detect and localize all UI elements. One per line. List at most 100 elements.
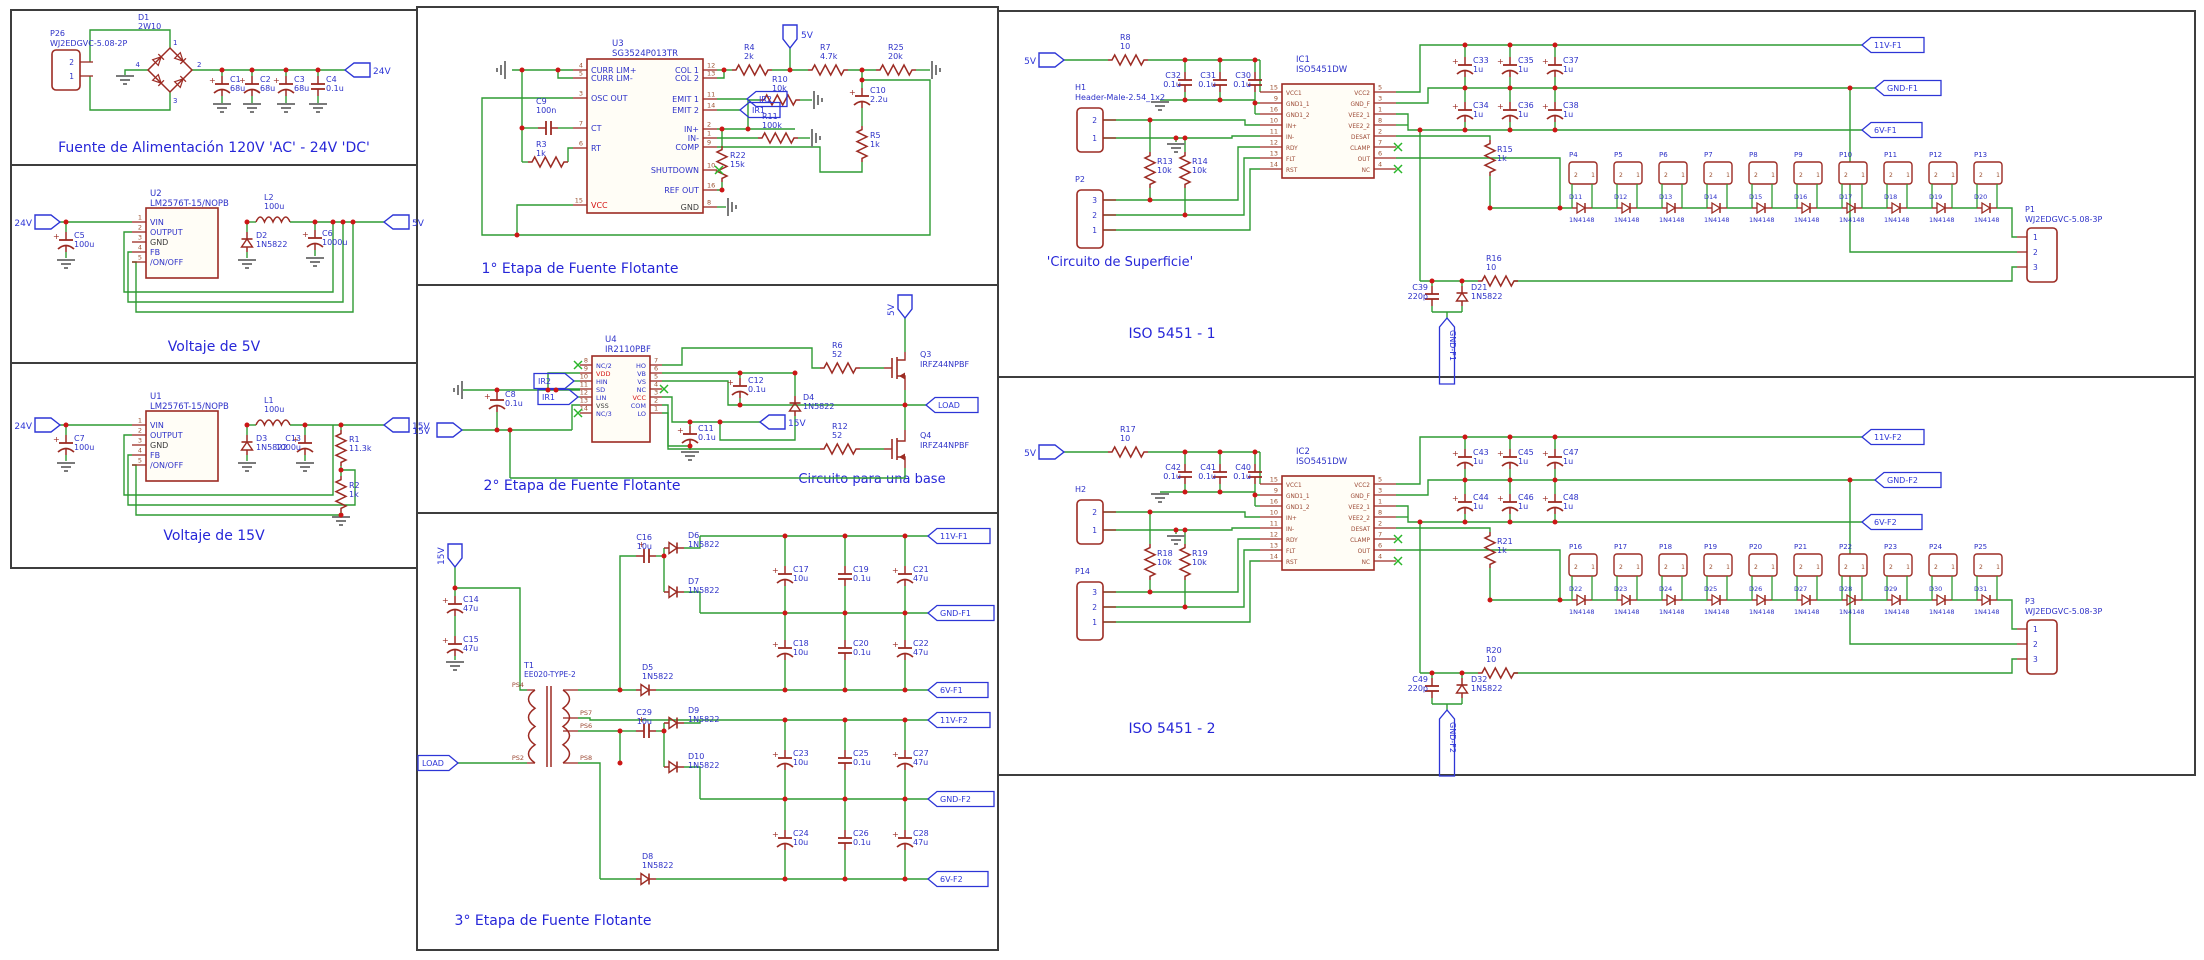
pin-number: 2 xyxy=(707,121,711,129)
capacitor-C32 xyxy=(1178,72,1192,92)
capacitor-C24 xyxy=(776,830,794,850)
val-D16: 1N4148 xyxy=(1794,216,1820,224)
ref-R18: R18 xyxy=(1157,549,1173,558)
flag-text: GND-F2 xyxy=(1887,476,1918,485)
ref-C16: C16 xyxy=(636,533,652,542)
net-label-GND-F2 xyxy=(926,790,995,808)
ref-U2: U2 xyxy=(150,189,162,199)
package-P23 xyxy=(1883,553,1913,577)
net-label-11V-F1 xyxy=(926,527,991,545)
capacitor-C29 xyxy=(636,724,656,738)
pin-name: HIN xyxy=(596,378,608,386)
flag-shape xyxy=(382,417,410,433)
flag-text: IR2 xyxy=(538,377,551,386)
val-D19: 1N4148 xyxy=(1929,216,1955,224)
x2 xyxy=(1393,142,1403,152)
resistor-R8 xyxy=(1108,53,1148,67)
ref-P19: P19 xyxy=(1704,543,1717,551)
anode-triangle xyxy=(1621,593,1632,607)
plus: + xyxy=(1497,57,1504,66)
pin-name: SD xyxy=(596,386,605,394)
ref-P24: P24 xyxy=(1929,543,1943,551)
ref-D27: D27 xyxy=(1794,585,1807,593)
ref-C20: C20 xyxy=(853,639,869,648)
ground-icon xyxy=(931,61,941,79)
package-P12 xyxy=(1928,161,1958,185)
val-C11: 0.1u xyxy=(698,433,716,442)
capacitor-C12 xyxy=(731,378,749,398)
resistor-R14 xyxy=(1178,152,1192,188)
anode-triangle xyxy=(1981,201,1992,215)
resistor-R13 xyxy=(1143,152,1157,188)
junction-dot xyxy=(902,533,908,539)
ref-C6: C6 xyxy=(322,229,333,238)
pin-number: 12 xyxy=(1270,531,1278,539)
ref-C31: C31 xyxy=(1200,71,1216,80)
diode-D4 xyxy=(788,396,802,416)
pin-number: 1 xyxy=(1681,564,1685,571)
val-IC2: ISO5451DW xyxy=(1296,457,1348,467)
flag-shape xyxy=(34,214,62,230)
diode-D9 xyxy=(664,716,684,730)
wire xyxy=(1396,479,1875,496)
val-D7: 1N5822 xyxy=(688,586,719,595)
primary-coil xyxy=(527,689,537,764)
package-P4 xyxy=(1568,161,1598,185)
junction-dot xyxy=(1507,434,1513,440)
pin-number: 1 xyxy=(707,130,711,138)
package-P6 xyxy=(1658,161,1688,185)
capacitor-C42 xyxy=(1178,464,1192,484)
junction-dot xyxy=(661,728,667,734)
arrow xyxy=(899,453,905,461)
val-C25: 0.1u xyxy=(853,758,871,767)
chain-unit-P20 xyxy=(1748,553,1778,607)
ref-R12: R12 xyxy=(832,422,848,431)
plus: + xyxy=(53,232,60,241)
pin-number: 2 xyxy=(1754,564,1758,571)
pin-number: 16 xyxy=(1270,106,1278,114)
ground-icon xyxy=(1167,143,1185,153)
ref-C8: C8 xyxy=(505,390,516,399)
ref-C39: C39 xyxy=(1412,283,1428,292)
junction-dot xyxy=(782,533,788,539)
ref-C44: C44 xyxy=(1473,493,1489,502)
pin-name: RST xyxy=(1286,168,1298,174)
pin-number: 2 xyxy=(1844,564,1848,571)
wire xyxy=(717,146,863,173)
ref-P6: P6 xyxy=(1659,151,1668,159)
val-R8: 10 xyxy=(1120,42,1130,51)
junction-dot xyxy=(787,67,793,73)
capacitor-C14 xyxy=(446,596,464,616)
junction-dot xyxy=(338,422,344,428)
chain-unit-P6 xyxy=(1658,161,1688,215)
junction-dot xyxy=(842,533,848,539)
pin-name: VEE2_2 xyxy=(1348,124,1370,130)
val-R11: 100k xyxy=(762,121,782,130)
ref-R16: R16 xyxy=(1486,254,1502,263)
junction-dot xyxy=(1147,197,1153,203)
flag-shape xyxy=(924,396,979,414)
plus: + xyxy=(209,76,216,85)
pin-name: GND1_1 xyxy=(1286,494,1310,500)
pin-number: 2 xyxy=(1574,564,1578,571)
val-C20: 0.1u xyxy=(853,648,871,657)
pin-name: DESAT xyxy=(1351,135,1370,141)
junction-dot xyxy=(687,419,693,425)
val-R21: 1k xyxy=(1497,546,1507,555)
capacitor-C37 xyxy=(1546,57,1564,77)
pin-name: RST xyxy=(1286,560,1298,566)
pin-number: 3 xyxy=(579,90,583,98)
val-R19: 10k xyxy=(1192,558,1207,567)
val-D10: 1N5822 xyxy=(688,761,719,770)
pin-number: 5 xyxy=(1378,84,1382,92)
wire xyxy=(557,70,573,79)
anode-triangle xyxy=(1756,593,1767,607)
pin-number: 1 xyxy=(2033,233,2038,242)
no-connect-icon xyxy=(714,165,724,175)
chain-unit-P23 xyxy=(1883,553,1913,607)
pin-name: VCC xyxy=(632,394,646,402)
cathode-bar xyxy=(179,57,187,65)
pin-name: DESAT xyxy=(1351,527,1370,533)
junction-dot xyxy=(859,77,865,83)
x2 xyxy=(573,360,583,370)
